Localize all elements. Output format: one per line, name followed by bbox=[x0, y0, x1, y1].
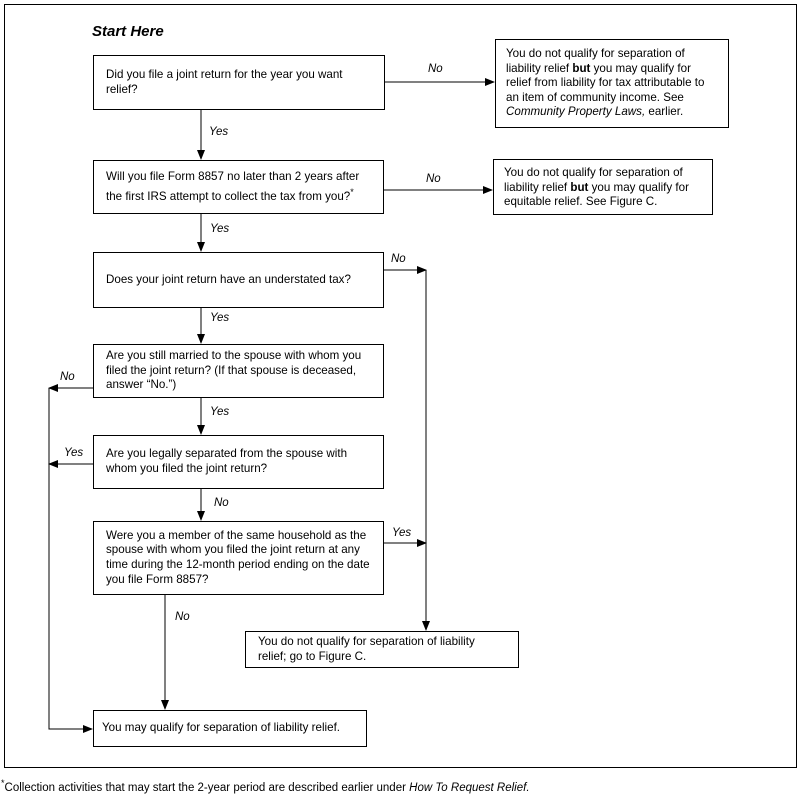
footnote-reference: How To Request Relief. bbox=[409, 781, 530, 794]
flowchart-title: Start Here bbox=[92, 23, 164, 40]
footnote-mark: * bbox=[1, 778, 5, 788]
question-still-married-text: Are you still married to the spouse with… bbox=[106, 349, 362, 392]
flowchart-frame bbox=[4, 4, 797, 768]
label-q2-yes: Yes bbox=[210, 223, 230, 235]
label-q2-no: No bbox=[426, 173, 441, 185]
result-community-income: You do not qualify for separation of lia… bbox=[495, 39, 729, 128]
question-form-8857-deadline: Will you file Form 8857 no later than 2 … bbox=[93, 160, 384, 214]
result-go-to-figure-c: You do not qualify for separation of lia… bbox=[245, 631, 519, 668]
label-q3-no: No bbox=[391, 253, 406, 265]
question-still-married: Are you still married to the spouse with… bbox=[93, 344, 384, 398]
result-equitable-relief: You do not qualify for separation of lia… bbox=[493, 159, 713, 215]
question-form-8857-deadline-text: Will you file Form 8857 no later than 2 … bbox=[106, 169, 360, 203]
question-understated-tax-text: Does your joint return have an understat… bbox=[106, 272, 351, 286]
question-legally-separated: Are you legally separated from the spous… bbox=[93, 435, 384, 489]
question-legally-separated-text: Are you legally separated from the spous… bbox=[106, 447, 348, 475]
label-q5-no: No bbox=[214, 497, 229, 509]
label-q6-yes: Yes bbox=[392, 527, 412, 539]
footnote-marker: * bbox=[350, 186, 354, 197]
result-may-qualify: You may qualify for separation of liabil… bbox=[93, 710, 367, 747]
result-go-to-figure-c-text: You do not qualify for separation of lia… bbox=[258, 635, 475, 663]
footnote-text: Collection activities that may start the… bbox=[4, 781, 410, 794]
label-q4-no: No bbox=[60, 371, 75, 383]
question-joint-return-text: Did you file a joint return for the year… bbox=[106, 67, 343, 96]
footnote: *Collection activities that may start th… bbox=[1, 778, 530, 794]
arrow-left-r4 bbox=[48, 388, 93, 733]
label-q6-no: No bbox=[175, 611, 190, 623]
label-q1-no: No bbox=[428, 63, 443, 75]
label-q4-yes: Yes bbox=[210, 406, 230, 418]
question-understated-tax: Does your joint return have an understat… bbox=[93, 252, 384, 308]
label-q1-yes: Yes bbox=[209, 126, 229, 138]
result-may-qualify-text: You may qualify for separation of liabil… bbox=[102, 721, 341, 735]
question-same-household: Were you a member of the same household … bbox=[93, 521, 384, 595]
label-q3-yes: Yes bbox=[210, 312, 230, 324]
question-joint-return: Did you file a joint return for the year… bbox=[93, 55, 385, 110]
question-same-household-text: Were you a member of the same household … bbox=[106, 528, 370, 586]
label-q5-yes: Yes bbox=[64, 447, 84, 459]
